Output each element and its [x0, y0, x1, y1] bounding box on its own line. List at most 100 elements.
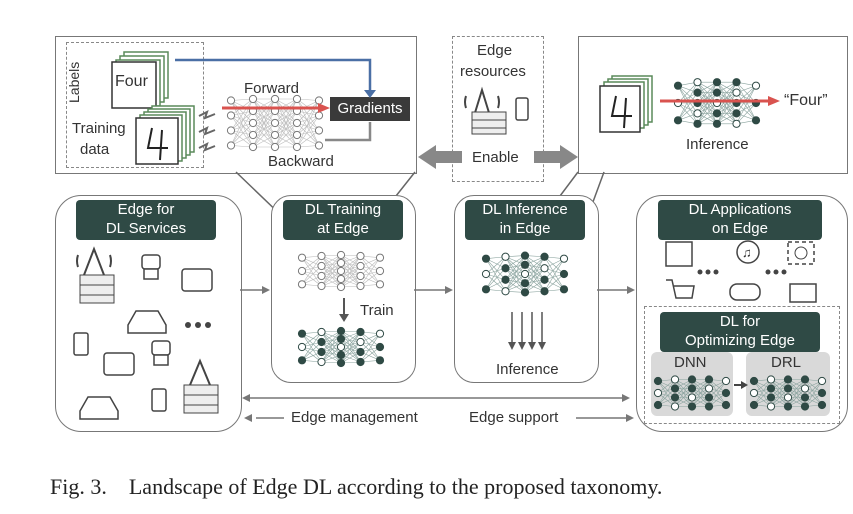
network-node: [670, 393, 680, 402]
network-node: [314, 126, 324, 135]
dl-applications-title-1: DL Applications: [688, 201, 792, 218]
dl-optimizing-box: [644, 306, 840, 424]
dl-inference-title-1: DL Inference: [482, 201, 568, 218]
dl-optimizing-title-2: Optimizing Edge: [684, 332, 796, 349]
network-node: [375, 280, 385, 289]
network-node: [817, 400, 827, 410]
network-node: [540, 264, 549, 273]
training-data-stack: [135, 105, 195, 165]
network-node: [356, 281, 365, 291]
network-node: [687, 384, 697, 393]
network-node: [375, 342, 385, 352]
edge-for-dl-title-2: DL Services: [105, 220, 187, 237]
network-node: [248, 118, 258, 128]
network-node: [317, 357, 326, 367]
network-node: [751, 81, 761, 90]
drl-network: [749, 375, 827, 411]
network-node: [704, 375, 714, 384]
dl-applications-title-2: on Edge: [712, 220, 768, 237]
network-node: [375, 329, 385, 338]
svg-text:♫: ♫: [742, 245, 752, 260]
training-data-label-1: Training: [72, 120, 126, 137]
network-node: [248, 94, 258, 104]
edge-management-label: Edge management: [291, 409, 418, 426]
labels-value: Four: [115, 73, 148, 90]
network-node: [693, 109, 702, 118]
network-node: [297, 253, 307, 262]
network-node: [540, 287, 549, 296]
network-node: [501, 252, 510, 261]
backward-label: Backward: [268, 153, 334, 170]
network-node: [520, 269, 530, 279]
network-node: [817, 388, 827, 398]
network-node: [270, 94, 280, 104]
figure-caption: Fig. 3.Landscape of Edge DL according to…: [50, 474, 662, 500]
network-node: [712, 88, 722, 97]
network-node: [749, 388, 759, 398]
dnn-label: DNN: [674, 354, 707, 371]
network-node: [783, 402, 793, 411]
network-node: [732, 88, 741, 97]
network-node: [336, 350, 346, 360]
network-node: [800, 402, 810, 411]
network-node: [721, 376, 731, 386]
network-node: [317, 251, 326, 261]
network-node: [356, 337, 365, 347]
network-node: [749, 376, 759, 386]
network-node: [751, 116, 761, 125]
network-node: [653, 400, 663, 410]
network-node: [783, 375, 793, 384]
network-node: [375, 356, 385, 365]
network-node: [297, 356, 307, 365]
network-node: [292, 94, 302, 104]
network-node: [317, 327, 326, 337]
network-node: [270, 142, 280, 152]
network-node: [653, 376, 663, 386]
network-node: [732, 119, 741, 128]
network-node: [766, 393, 776, 402]
network-node: [317, 261, 326, 271]
inference-net-dark: [481, 251, 569, 297]
network-node: [670, 375, 680, 384]
dl-training-header: DL Training at Edge: [283, 200, 403, 240]
drl-label: DRL: [771, 354, 802, 371]
network-node: [336, 258, 346, 268]
network-node: [248, 142, 258, 152]
network-node: [501, 264, 510, 273]
network-node: [670, 384, 680, 393]
network-node: [356, 251, 365, 261]
network-node: [704, 393, 714, 402]
network-node: [336, 282, 346, 292]
figure-number: Fig. 3.: [50, 474, 107, 499]
network-node: [226, 111, 236, 120]
dl-applications-header: DL Applications on Edge: [658, 200, 822, 240]
network-node: [520, 288, 530, 297]
network-node: [712, 78, 722, 87]
edge-for-dl-title-1: Edge for: [117, 201, 175, 218]
network-node: [292, 118, 302, 128]
forward-label: Forward: [244, 80, 300, 97]
edge-devices-icons: [73, 246, 219, 420]
network-node: [375, 253, 385, 262]
network-node: [317, 337, 326, 347]
network-node: [336, 334, 346, 344]
network-node: [356, 347, 365, 357]
applications-icons: ♫: [665, 240, 817, 303]
network-node: [687, 393, 697, 402]
dl-optimizing-title-1: DL for: [719, 313, 761, 330]
network-node: [501, 275, 510, 284]
network-node: [336, 358, 346, 368]
network-node: [732, 109, 741, 118]
edge-resources-label-1: Edge: [477, 42, 513, 59]
network-node: [673, 116, 683, 125]
network-node: [297, 342, 307, 352]
network-node: [783, 393, 793, 402]
network-node: [783, 384, 793, 393]
training-net-dark: [297, 326, 385, 368]
